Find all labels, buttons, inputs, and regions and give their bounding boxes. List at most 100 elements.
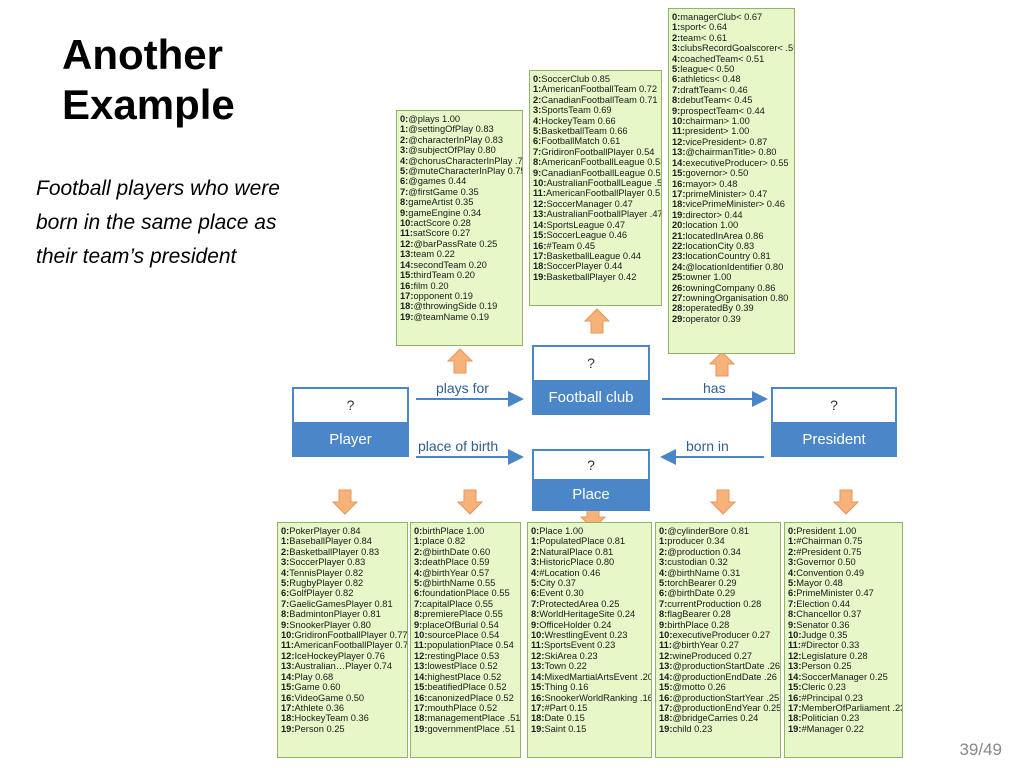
list-item: 11:president> 1.00 [672, 126, 792, 136]
list-item: 19:BasketballPlayer 0.42 [533, 272, 659, 282]
list-item-index: 1: [400, 124, 409, 135]
list-item: 13:Town 0.22 [531, 661, 649, 671]
list-item-text: satScore 0.27 [412, 228, 471, 239]
list-item: 8:premierePlace 0.55 [414, 609, 518, 619]
list-item: 1:#Chairman 0.75 [788, 536, 900, 546]
list-item-text: AmericanFootballPlayer 0.51 [545, 188, 662, 199]
list-item-text: CanadianFootballTeam 0.71 [541, 94, 658, 105]
list-item: 17:Athlete 0.36 [281, 703, 405, 713]
list-item-index: 17: [788, 702, 802, 713]
list-item-text: wineProduced 0.27 [672, 650, 753, 661]
list-item: 13:Person 0.25 [788, 661, 900, 671]
list-item-index: 7: [281, 598, 290, 609]
list-item-text: HockeyTeam 0.66 [541, 115, 616, 126]
list-item: 6:athletics< 0.48 [672, 74, 792, 84]
list-item-index: 11: [414, 640, 427, 651]
list-item: 16:VideoGame 0.50 [281, 693, 405, 703]
list-item-text: mayor> 0.48 [685, 178, 738, 189]
list-item: 7:currentProduction 0.28 [659, 599, 778, 609]
list-item: 13:AustralianFootballPlayer .47 [533, 209, 661, 219]
list-item: 7:@firstGame 0.35 [400, 187, 520, 197]
list-item-index: 7: [788, 598, 797, 609]
list-item-index: 1: [659, 536, 668, 547]
list-item-text: managementPlace .51 [427, 713, 521, 724]
list-item-text: executiveProducer 0.27 [672, 630, 771, 641]
list-item-index: 29: [672, 313, 686, 324]
list-item: 11:@birthYear 0.27 [659, 640, 778, 650]
list-item: 8:Chancellor 0.37 [788, 609, 900, 619]
list-item-index: 16: [400, 280, 414, 291]
list-item: 5:@muteCharacterInPlay 0.75 [400, 166, 522, 176]
list-item: 3:@subjectOfPlay 0.80 [400, 145, 520, 155]
list-item: 13:Australian…Player 0.74 [281, 661, 405, 671]
list-item-index: 1: [788, 536, 797, 547]
list-item-text: VideoGame 0.50 [294, 692, 365, 703]
list-item-index: 6: [788, 588, 797, 599]
list-item: 13:@productionStartDate .26 [659, 661, 780, 671]
list-item-text: owningCompany 0.86 [685, 282, 776, 293]
list-item-text: #Part 0.15 [544, 702, 588, 713]
list-item-index: 21: [672, 230, 686, 241]
list-item: 11:populationPlace 0.54 [414, 640, 518, 650]
list-item-index: 19: [788, 723, 802, 734]
list-item-index: 1: [531, 536, 540, 547]
player-node: ? Player [292, 387, 409, 457]
list-item-index: 18: [659, 713, 673, 724]
list-item-index: 8: [414, 609, 423, 620]
list-item: 6:FootballMatch 0.61 [533, 136, 659, 146]
list-item: 0:@plays 1.00 [400, 114, 520, 124]
list-item: 0:SoccerClub 0.85 [533, 74, 659, 84]
list-item: 6:foundationPlace 0.55 [414, 588, 518, 598]
list-item-index: 11: [788, 640, 801, 651]
list-item-text: highestPlace 0.52 [427, 671, 502, 682]
list-item: 4:coachedTeam< 0.51 [672, 54, 792, 64]
list-item-text: torchBearer 0.29 [667, 578, 737, 589]
list-item-text: Election 0.44 [796, 598, 851, 609]
list-item-text: SoccerManager 0.25 [801, 671, 888, 682]
list-item-text: secondTeam 0.20 [413, 259, 487, 270]
list-item: 17:#Part 0.15 [531, 703, 649, 713]
list-item-index: 13: [400, 249, 414, 260]
list-item-index: 3: [672, 43, 681, 54]
list-item-index: 11: [672, 126, 685, 137]
list-item-index: 14: [414, 671, 428, 682]
list-item-text: place 0.82 [422, 536, 466, 547]
list-item-text: Athlete 0.36 [294, 702, 345, 713]
list-item-text: @settingOfPlay 0.83 [408, 124, 494, 135]
list-item-text: @plays 1.00 [408, 114, 461, 124]
list-item-index: 0: [533, 74, 542, 84]
list-item: 0:managerClub< 0.67 [672, 12, 792, 22]
list-item: 4:HockeyTeam 0.66 [533, 116, 659, 126]
list-item-text: @characterInPlay 0.83 [408, 134, 503, 145]
list-item: 2:BasketballPlayer 0.83 [281, 547, 405, 557]
list-item: 11:AmericanFootballPlayer 0.77 [281, 640, 407, 650]
list-item: 14:executiveProducer> 0.55 [672, 158, 792, 168]
list-item-text: @chorusCharacterInPlay .76 [408, 155, 523, 166]
list-item: 4:@birthName 0.31 [659, 568, 778, 578]
list-item: 16:mayor> 0.48 [672, 179, 792, 189]
list-item-text: SoccerClub 0.85 [541, 74, 611, 84]
list-item-index: 2: [531, 546, 540, 557]
list-item-text: #Director 0.33 [800, 640, 860, 651]
list-item-index: 18: [414, 713, 428, 724]
list-item: 19:Person 0.25 [281, 724, 405, 734]
place-value: ? [532, 449, 650, 479]
list-item-index: 9: [788, 619, 797, 630]
list-item: 18:@throwingSide 0.19 [400, 301, 520, 311]
list-item-text: Politician 0.23 [801, 713, 860, 724]
list-item-index: 12: [531, 650, 545, 661]
list-item-text: @productionStartYear .25 [672, 692, 780, 703]
list-item: 0:Place 1.00 [531, 526, 649, 536]
list-item-text: producer 0.34 [667, 536, 725, 547]
list-item-index: 17: [281, 702, 295, 713]
list-item: 7:Election 0.44 [788, 599, 900, 609]
list-item-text: SoccerLeague 0.46 [546, 230, 628, 241]
list-item-index: 14: [659, 671, 673, 682]
list-item-index: 27: [672, 292, 686, 303]
list-item-index: 2: [281, 546, 290, 557]
list-item: 1:AmericanFootballTeam 0.72 [533, 84, 659, 94]
list-item: 14:highestPlace 0.52 [414, 672, 518, 682]
club-value: ? [532, 345, 650, 380]
list-item: 12:restingPlace 0.53 [414, 651, 518, 661]
